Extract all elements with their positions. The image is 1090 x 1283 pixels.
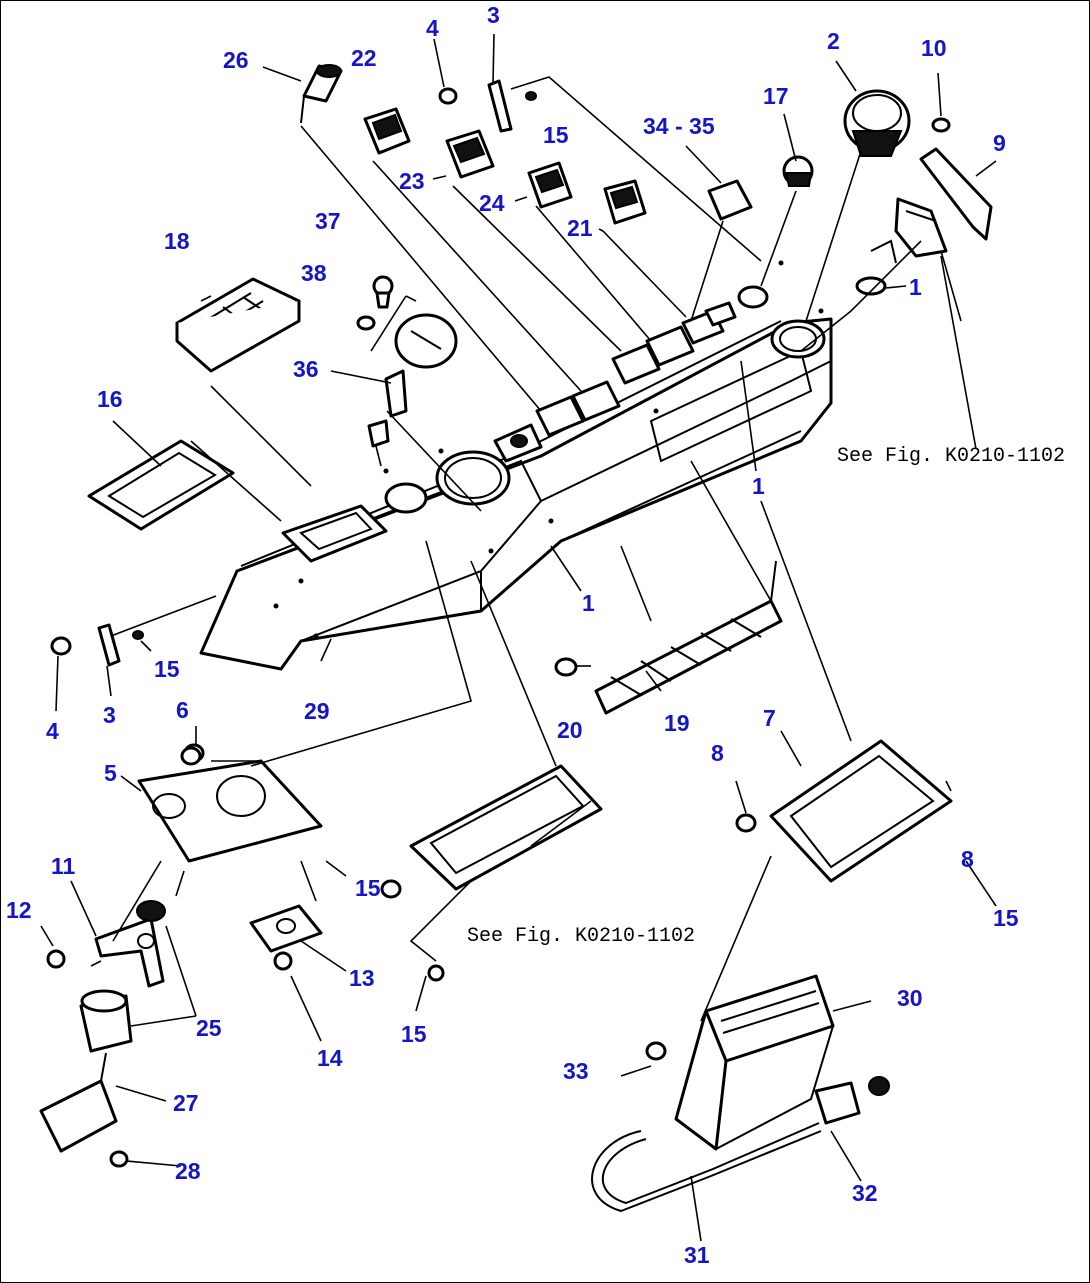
console-body [199, 260, 833, 671]
callout-16: 16 [97, 386, 123, 412]
callout-1-right: 1 [909, 274, 922, 300]
leader-lines [40, 33, 997, 1242]
part-25-nut [136, 900, 166, 922]
callout-34-35: 34 - 35 [643, 113, 715, 139]
callout-24: 24 [479, 190, 505, 216]
callout-4-left: 4 [46, 718, 59, 744]
callout-19: 19 [664, 710, 690, 736]
part-27-28 [39, 989, 133, 1168]
callout-21: 21 [567, 215, 593, 241]
callout-11: 11 [51, 853, 76, 879]
callout-13: 13 [349, 965, 375, 991]
callout-4-top: 4 [426, 15, 439, 41]
part-6-bolt [180, 746, 202, 766]
part-7-frame [735, 739, 953, 883]
part-23-rocker [445, 129, 495, 179]
part-9-bracket [855, 147, 993, 296]
callout-6: 6 [176, 697, 189, 723]
callout-28: 28 [175, 1158, 201, 1184]
callout-25: 25 [196, 1015, 222, 1041]
part-11-12 [46, 917, 165, 988]
callout-10: 10 [921, 35, 947, 61]
reference-note-right: See Fig. K0210-1102 [837, 445, 1065, 468]
part-center-frame [380, 764, 603, 982]
part-31-32-cable [591, 1076, 890, 1213]
callout-12: 12 [6, 897, 32, 923]
callout-5: 5 [104, 760, 117, 786]
part-26-switch [300, 64, 343, 124]
part-21-rocker [603, 179, 647, 225]
callout-27: 27 [173, 1090, 199, 1116]
callout-15-low: 15 [401, 1021, 427, 1047]
callout-8-mid: 8 [711, 740, 724, 766]
callout-29: 29 [304, 698, 330, 724]
part-19-harness [554, 560, 783, 715]
part-5-plate [137, 743, 323, 863]
callout-2: 2 [827, 28, 840, 54]
callout-15-left: 15 [154, 656, 180, 682]
callout-30: 30 [897, 985, 923, 1011]
callout-38: 38 [301, 260, 327, 286]
callout-1-mid: 1 [752, 473, 765, 499]
callout-3-top: 3 [487, 2, 500, 28]
part-10-bolt [931, 117, 951, 133]
callout-23: 23 [399, 168, 425, 194]
callout-33: 33 [563, 1058, 589, 1084]
figure-references: See Fig. K0210-1102 See Fig. K0210-1102 [467, 445, 1065, 948]
part-3-4-15-left [50, 623, 144, 667]
callout-15-right: 15 [993, 905, 1019, 931]
part-17-cap [782, 155, 814, 187]
callout-14: 14 [317, 1045, 343, 1071]
part-22-rocker [363, 107, 411, 155]
callout-3-left: 3 [103, 702, 116, 728]
callout-17: 17 [763, 83, 789, 109]
part-2-gauge [843, 89, 911, 157]
callout-26: 26 [223, 47, 249, 73]
callout-7: 7 [763, 705, 776, 731]
callout-32: 32 [852, 1180, 878, 1206]
callout-9: 9 [993, 130, 1006, 156]
part-18-grille [175, 277, 301, 373]
callout-1-low: 1 [582, 590, 595, 616]
callout-8-right: 8 [961, 846, 974, 872]
part-16-frame [87, 439, 235, 531]
part-34-35-switch [707, 179, 753, 221]
callout-22: 22 [351, 45, 377, 71]
callout-31: 31 [684, 1242, 710, 1268]
part-30-box [645, 974, 835, 1151]
callout-18: 18 [164, 228, 190, 254]
part-13-14 [249, 904, 323, 971]
callout-15-top: 15 [543, 122, 569, 148]
part-3-4-15-top [438, 79, 537, 133]
reference-note-center: See Fig. K0210-1102 [467, 925, 695, 948]
part-37-38 [356, 275, 394, 331]
callout-36: 36 [293, 356, 319, 382]
part-24-rocker [527, 161, 573, 209]
callout-37: 37 [315, 208, 341, 234]
callout-20: 20 [557, 717, 583, 743]
callout-labels: 26 22 4 3 15 23 24 21 34 - 35 17 2 10 9 … [6, 2, 1019, 1268]
callout-15-mid: 15 [355, 875, 381, 901]
